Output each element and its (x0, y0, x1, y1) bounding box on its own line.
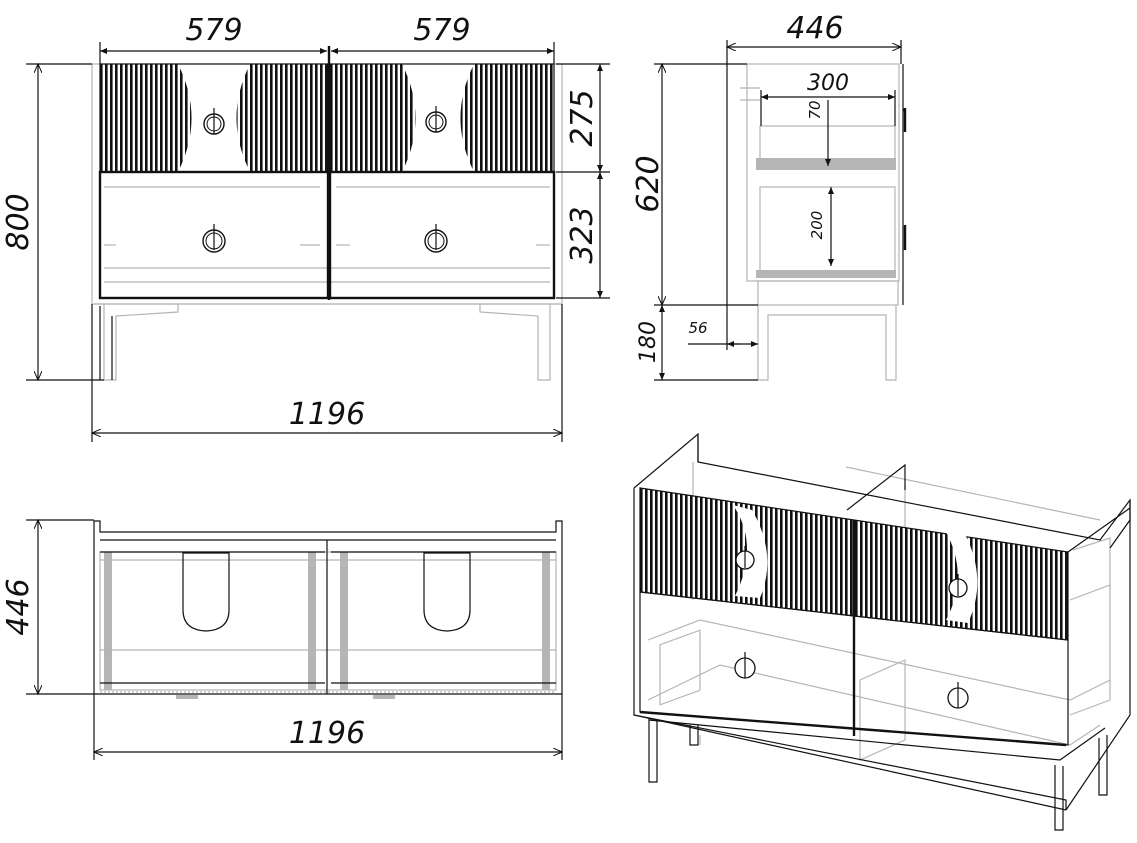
iso-handle-drawer-right-icon (947, 682, 969, 709)
dim-section-width-left: 579 (185, 13, 242, 48)
drawer-left (98, 170, 330, 300)
dim-drawer-height: 323 (565, 206, 600, 263)
dim-upper-clearance: 70 (806, 100, 824, 119)
front-hidden-lines (91, 63, 563, 381)
drawer-right (328, 170, 556, 300)
top-hidden-lines (99, 551, 557, 699)
dim-leg-offset: 56 (688, 319, 707, 337)
dim-upper-door-height: 275 (565, 89, 600, 146)
dim-depth: 446 (786, 11, 843, 46)
sink-cutout-left (182, 552, 230, 632)
dim-top-width: 1196 (289, 716, 365, 751)
iso-handle-door-left-icon (735, 546, 755, 570)
side-hidden-lines (740, 63, 900, 381)
isometric-view (633, 432, 1131, 831)
iso-legs (648, 718, 1108, 831)
top-view: 446 1196 (1, 520, 562, 760)
dim-total-width: 1196 (289, 397, 365, 432)
drawer-handle-right-icon (424, 224, 448, 253)
dim-leg-height: 180 (636, 321, 661, 363)
iso-handle-drawer-left-icon (734, 652, 756, 679)
dim-section-width-right: 579 (413, 13, 470, 48)
top-dimensions: 446 1196 (1, 520, 562, 760)
dim-top-depth: 446 (1, 578, 36, 635)
sink-cutout-right (423, 552, 471, 632)
door-handle-left-icon (203, 108, 225, 135)
iso-handle-door-right-icon (948, 574, 968, 598)
iso-drawers (639, 591, 1069, 747)
front-dimensions: 579 579 800 275 323 1196 (1, 13, 610, 442)
dim-inner-depth: 300 (807, 71, 849, 96)
front-view: 579 579 800 275 323 1196 (1, 13, 610, 442)
door-handle-right-icon (425, 106, 447, 133)
dim-body-height: 620 (631, 155, 666, 212)
dim-total-height: 800 (1, 193, 36, 250)
drawer-handle-left-icon (202, 224, 226, 253)
side-view: 446 300 70 200 620 180 56 (631, 11, 907, 381)
side-dimensions: 446 300 70 200 620 180 56 (631, 11, 901, 381)
dim-lower-clearance: 200 (808, 211, 826, 240)
